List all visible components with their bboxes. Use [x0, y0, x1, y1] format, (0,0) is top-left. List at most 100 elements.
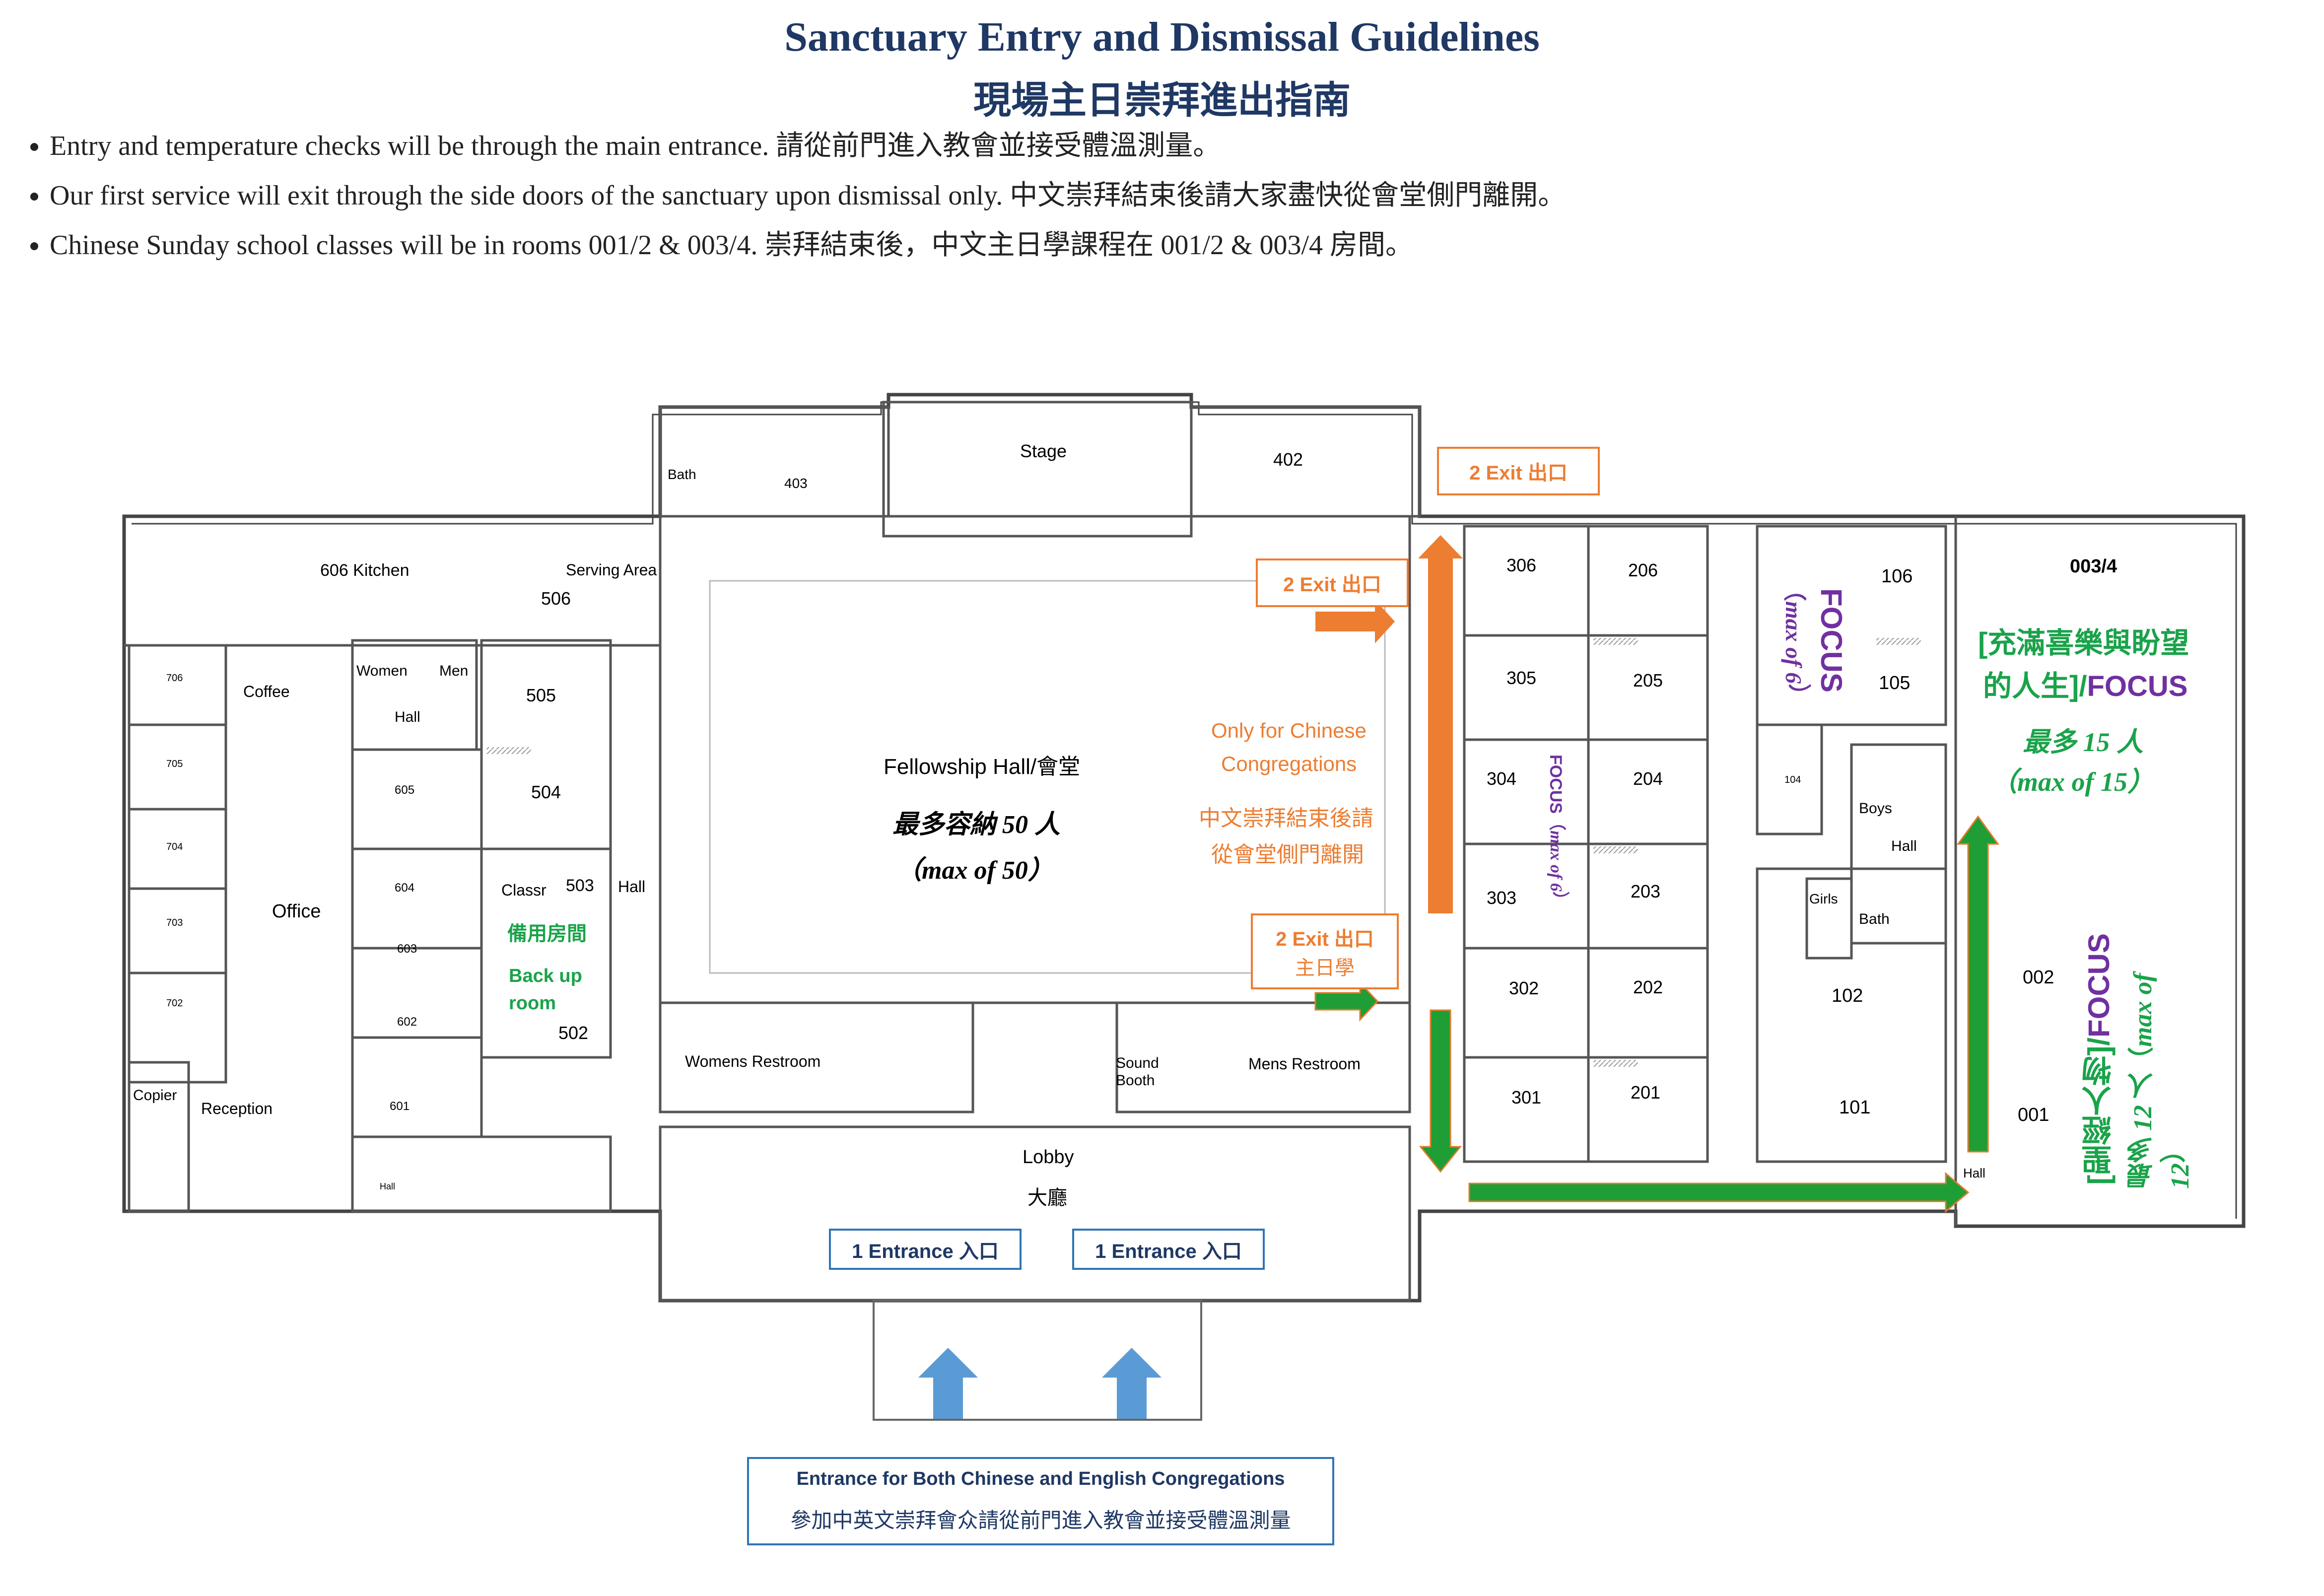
- room-001: 001: [2018, 1105, 2050, 1125]
- focus-label-room-304: FOCUS（max of 6）: [1544, 755, 1568, 908]
- entrance-arrow-right: [1102, 1348, 1162, 1420]
- entrance-right-label: 1 Entrance 入口: [1095, 1240, 1242, 1262]
- focus-304-max: （max of 6）: [1547, 814, 1565, 908]
- room-206: 206: [1628, 560, 1658, 580]
- backup-room-zh: 備用房間: [507, 923, 587, 945]
- exit-lower-label: 2 Exit 出口: [1276, 928, 1374, 950]
- focus-max-room-105: （max of 6）: [1781, 578, 1806, 707]
- room-003-course-line2: 的人生]/FOCUS: [1983, 663, 2187, 704]
- entrance-box-left: 1 Entrance 入口: [829, 1229, 1022, 1270]
- room-104: 104: [1784, 774, 1801, 785]
- room-203: 203: [1631, 881, 1661, 902]
- focus-304-word: FOCUS: [1546, 755, 1565, 814]
- room-office: Office: [272, 901, 321, 922]
- room-704: 704: [166, 841, 183, 852]
- room-bath: Bath: [668, 467, 696, 482]
- focus-label-room-105: FOCUS: [1815, 588, 1848, 693]
- entrance-box-right: 1 Entrance 入口: [1072, 1229, 1265, 1270]
- room-003-course-name: 的人生]/: [1983, 670, 2087, 702]
- exit-arrow-right-upper: [1315, 600, 1395, 643]
- backup-room-en2: room: [509, 993, 556, 1014]
- page-title-chinese: 現場主日崇拜進出指南: [973, 79, 1351, 122]
- room-602: 602: [397, 1015, 417, 1029]
- hall-label-2: Hall: [395, 709, 420, 725]
- room-703: 703: [166, 917, 183, 928]
- route-arrows: [1314, 815, 1999, 1213]
- entrance-both-zh: 參加中英文崇拜會众請從前門進入教會並接受體溫測量: [790, 1509, 1291, 1532]
- exit-box-top: 2 Exit 出口: [1437, 447, 1600, 495]
- entrance-both-label: Entrance for Both Chinese and English Co…: [796, 1468, 1285, 1489]
- route-arrow-up: [1957, 815, 1999, 1153]
- room-reception: Reception: [201, 1100, 273, 1117]
- interior-walls: [124, 401, 1957, 1302]
- room-bath-right: Bath: [1859, 911, 1890, 927]
- guideline-sunday-school: Chinese Sunday school classes will be in…: [50, 229, 1566, 261]
- room-003-course-line1: [充滿喜樂與盼望: [1978, 627, 2189, 659]
- room-205: 205: [1633, 670, 1663, 691]
- exit-top-label: 2 Exit 出口: [1469, 462, 1568, 484]
- room-403: 403: [784, 476, 808, 491]
- room-women: Women: [356, 663, 408, 679]
- backup-room-en1: Back up: [509, 966, 582, 986]
- chinese-only-note-line2: Congregations: [1221, 752, 1357, 775]
- room-001-max: 最多 12 人（max of 12）: [2129, 973, 2194, 1189]
- chinese-only-note-line1: Only for Chinese: [1211, 719, 1367, 742]
- chinese-only-note-zh2: 從會堂側門離開: [1211, 842, 1364, 867]
- room-306: 306: [1506, 555, 1537, 575]
- room-605: 605: [395, 783, 415, 797]
- room-603: 603: [397, 942, 417, 956]
- room-606-kitchen: 606 Kitchen: [320, 561, 410, 580]
- room-classroom: Classr: [501, 881, 547, 899]
- route-arrow-right-long: [1468, 1172, 1970, 1213]
- room-505: 505: [526, 685, 556, 705]
- room-102: 102: [1832, 985, 1863, 1006]
- room-504: 504: [531, 782, 561, 802]
- room-mens-restroom: Mens Restroom: [1248, 1055, 1361, 1073]
- room-201: 201: [1631, 1082, 1661, 1103]
- room-003-4: 003/4: [2070, 556, 2118, 577]
- room-001-course-label: [聖經人物]/FOCUS: [2077, 933, 2120, 1185]
- guideline-exit: Our first service will exit through the …: [50, 180, 1566, 211]
- room-men: Men: [439, 663, 469, 679]
- room-204: 204: [1633, 768, 1663, 789]
- guidelines-list: Entry and temperature checks will be thr…: [15, 130, 1566, 279]
- chinese-only-note-zh1: 中文崇拜結束後請: [1199, 806, 1373, 831]
- exit-lower-zh: 主日學: [1295, 957, 1355, 979]
- room-402: 402: [1273, 449, 1303, 470]
- route-arrow-down: [1419, 1009, 1462, 1173]
- room-305: 305: [1506, 668, 1537, 688]
- room-lobby-zh: 大廳: [1027, 1187, 1067, 1209]
- wall-hatching: [486, 638, 1921, 1067]
- room-lobby: Lobby: [1023, 1147, 1074, 1168]
- room-302: 302: [1509, 978, 1539, 998]
- room-601: 601: [390, 1100, 410, 1113]
- room-101: 101: [1839, 1097, 1871, 1118]
- room-girls: Girls: [1809, 891, 1838, 906]
- room-202: 202: [1633, 977, 1663, 997]
- room-001-course-name: [聖經人物]/: [2082, 1038, 2116, 1185]
- room-304: 304: [1487, 768, 1517, 789]
- room-stage: Stage: [1020, 441, 1067, 461]
- room-106: 106: [1881, 566, 1913, 587]
- entrance-arrows: [918, 1348, 1162, 1420]
- room-serving-area: Serving Area: [566, 561, 657, 579]
- guideline-entry: Entry and temperature checks will be thr…: [50, 130, 1566, 162]
- room-003-max-en: （max of 15）: [1990, 767, 2154, 797]
- page-title: Sanctuary Entry and Dismissal Guidelines: [784, 14, 1540, 60]
- hall-label-4: Hall: [1891, 838, 1917, 854]
- hall-label-3: Hall: [380, 1181, 396, 1191]
- hall-label-1: Hall: [618, 878, 646, 896]
- exit-box-lower: 2 Exit 出口 主日學: [1251, 913, 1399, 989]
- room-604: 604: [395, 881, 415, 895]
- room-womens-restroom: Womens Restroom: [685, 1052, 821, 1070]
- entrance-arrow-left: [918, 1348, 978, 1420]
- room-003-max-zh: 最多 15 人: [2023, 727, 2143, 757]
- room-003-focus: FOCUS: [2087, 670, 2188, 702]
- vestibule: [873, 1300, 1202, 1421]
- exit-arrow-up: [1418, 535, 1463, 913]
- fellowship-hall-name: Fellowship Hall/會堂: [884, 755, 1081, 779]
- room-705: 705: [166, 759, 183, 769]
- exit-box-upper: 2 Exit 出口: [1256, 558, 1409, 607]
- exit-upper-label: 2 Exit 出口: [1283, 574, 1381, 596]
